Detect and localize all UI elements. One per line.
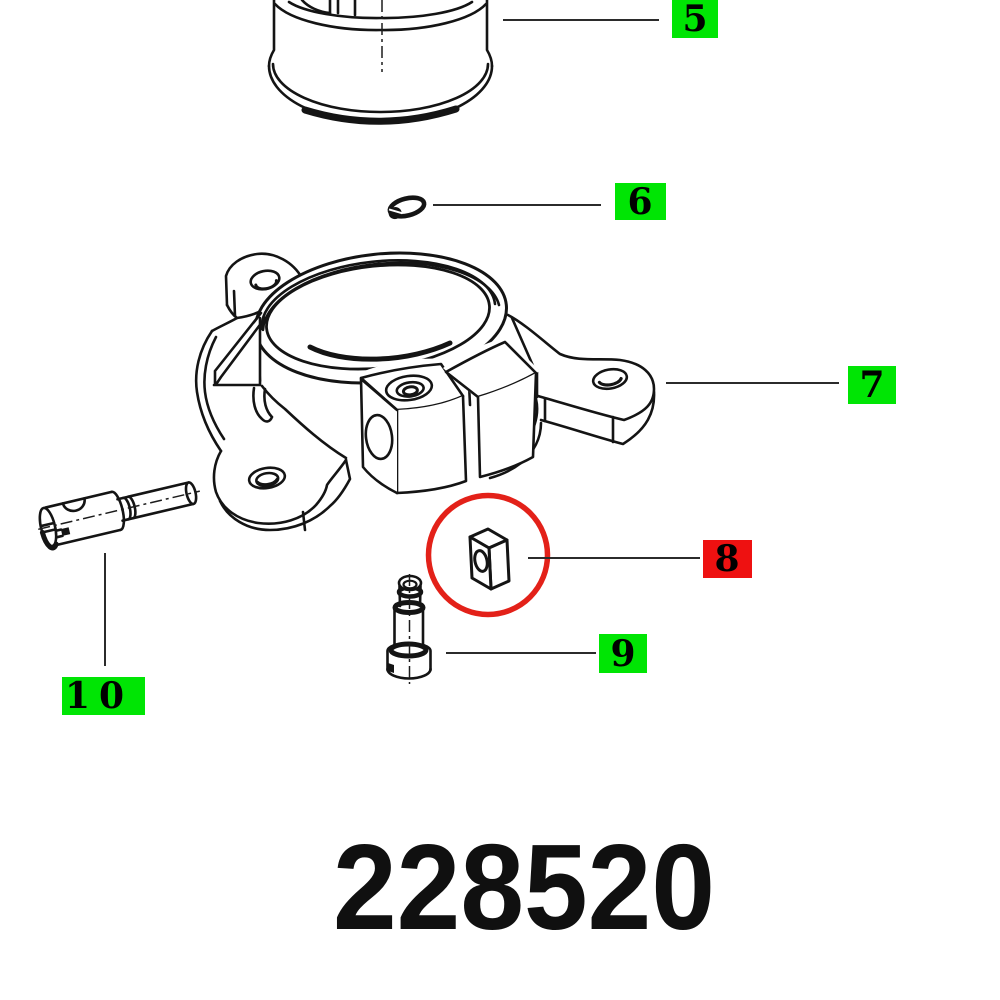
part-drawing-sleeve-cylinder[interactable] (267, 0, 494, 125)
selection-circle[interactable] (425, 492, 551, 618)
callout-label-9: 9 (610, 633, 635, 675)
callout-8[interactable]: 8 (703, 538, 752, 580)
part-drawing-drive-shaft[interactable] (34, 472, 205, 551)
part-drawing-lock-washer[interactable] (386, 195, 427, 221)
callout-9[interactable]: 9 (599, 633, 647, 675)
callout-box-7[interactable] (848, 366, 896, 404)
callout-label-6: 6 (627, 181, 652, 223)
callout-box-8-selected[interactable] (703, 540, 752, 578)
callout-box-5[interactable] (672, 0, 718, 38)
callout-label-8: 8 (714, 538, 739, 580)
callout-box-9[interactable] (599, 634, 647, 673)
callout-box-6[interactable] (615, 183, 666, 220)
callout-5[interactable]: 5 (672, 0, 718, 40)
part-drawing-stepped-screw[interactable] (386, 574, 432, 684)
callout-label-7: 7 (859, 364, 884, 406)
callout-7[interactable]: 7 (848, 364, 896, 406)
part-drawing-square-nut[interactable] (468, 527, 511, 591)
callout-6[interactable]: 6 (615, 181, 666, 223)
part-drawing-clamp-flange[interactable] (194, 241, 656, 532)
callout-10[interactable]: 10 (62, 675, 145, 717)
callout-label-5: 5 (682, 0, 707, 40)
callout-label-10: 10 (65, 675, 133, 717)
callout-box-10[interactable] (62, 677, 145, 715)
leader-lines (104, 19, 839, 666)
part-number: 228520 (333, 819, 715, 955)
